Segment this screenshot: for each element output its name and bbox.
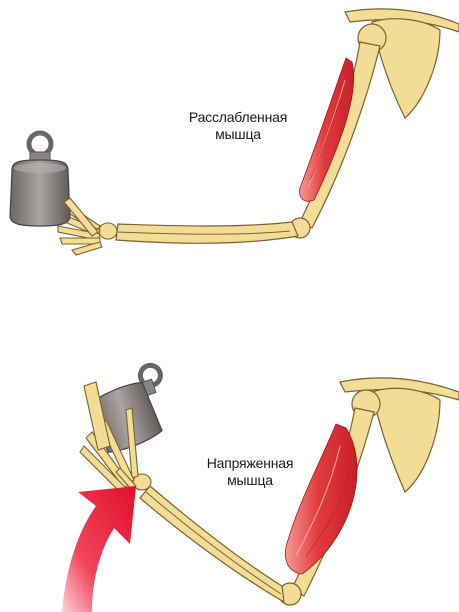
- scapula-bottom: [372, 388, 440, 492]
- label-contracted-line2: мышца: [192, 472, 308, 489]
- label-relaxed-line1: Расслабленная: [176, 109, 300, 126]
- label-relaxed-muscle: Расслабленная мышца: [176, 109, 300, 143]
- label-contracted-line1: Напряженная: [192, 455, 308, 472]
- flexion-arrow: [62, 486, 136, 612]
- biceps-contracted: [285, 424, 357, 574]
- forearm-bottom: [140, 486, 284, 602]
- label-relaxed-line2: мышца: [176, 126, 300, 143]
- label-contracted-muscle: Напряженная мышца: [192, 455, 308, 489]
- weight-top: [10, 133, 70, 226]
